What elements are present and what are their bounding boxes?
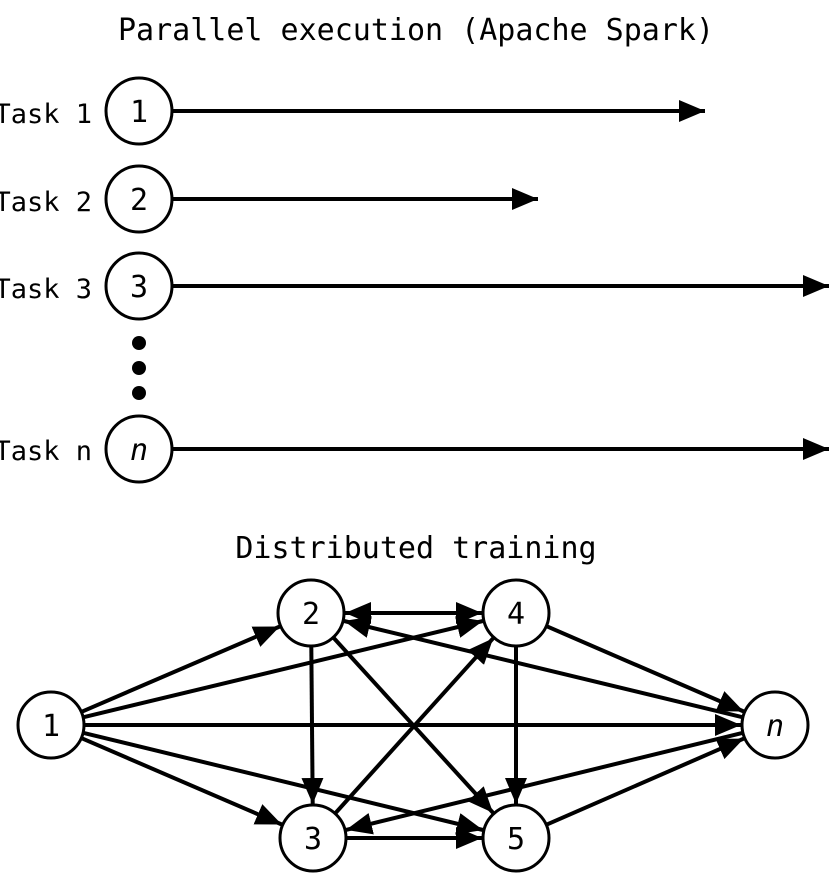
graph-node-label: 3 xyxy=(304,822,322,857)
task-row-1: Task 1 1 xyxy=(0,76,705,146)
task-row-n: Task n n xyxy=(0,414,829,484)
graph-node-2: 2 xyxy=(276,578,346,648)
graph-node-3: 3 xyxy=(278,803,348,873)
graph-node-label: 2 xyxy=(302,597,320,632)
edge-1-to-4 xyxy=(82,616,484,720)
task-node-label: n xyxy=(130,433,148,468)
edge-5-to-n xyxy=(545,736,745,827)
ellipsis-dot xyxy=(132,336,146,350)
task-node xyxy=(104,251,174,321)
ellipsis-dots xyxy=(132,336,146,400)
task-label: Task n xyxy=(0,436,92,467)
task-label: Task 1 xyxy=(0,99,92,130)
task-label: Task 2 xyxy=(0,187,92,218)
graph-node-1: 1 xyxy=(16,690,86,760)
task-node xyxy=(104,414,174,484)
graph-node-circle xyxy=(276,578,346,648)
edge-1-to-3 xyxy=(80,736,283,827)
edge-1-to-5 xyxy=(82,730,484,835)
graph-node-label: 1 xyxy=(42,709,60,744)
edge-3-to-4 xyxy=(333,636,495,815)
task-node-label: 3 xyxy=(130,270,148,305)
graph-node-circle xyxy=(16,690,86,760)
graph-node-circle xyxy=(481,803,551,873)
task-row-3: Task 3 3 xyxy=(0,251,829,321)
task-node xyxy=(104,76,174,146)
edge-n-to-2 xyxy=(343,616,744,720)
edge-4-to-n xyxy=(545,624,745,714)
graph-node-4: 4 xyxy=(481,578,551,648)
ellipsis-dot xyxy=(132,386,146,400)
distributed-title: Distributed training xyxy=(235,531,596,566)
distributed-edges xyxy=(80,602,745,849)
graph-node-circle xyxy=(740,690,810,760)
graph-node-label: 4 xyxy=(507,597,525,632)
edge-n-to-3 xyxy=(345,730,744,835)
distributed-nodes: 1 2 3 4 5 n xyxy=(16,578,810,873)
task-node xyxy=(104,164,174,234)
parallel-title: Parallel execution (Apache Spark) xyxy=(118,13,714,48)
ellipsis-dot xyxy=(132,361,146,375)
graph-node-circle xyxy=(278,803,348,873)
graph-node-n: n xyxy=(740,690,810,760)
task-label: Task 3 xyxy=(0,274,92,305)
graph-node-circle xyxy=(481,578,551,648)
edge-1-to-2 xyxy=(80,624,281,714)
graph-node-5: 5 xyxy=(481,803,551,873)
edge-2-to-3 xyxy=(301,645,324,805)
task-node-label: 1 xyxy=(130,95,148,130)
task-row-2: Task 2 2 xyxy=(0,164,538,234)
task-node-label: 2 xyxy=(130,183,148,218)
graph-node-label: n xyxy=(766,709,784,744)
graph-node-label: 5 xyxy=(507,822,525,857)
